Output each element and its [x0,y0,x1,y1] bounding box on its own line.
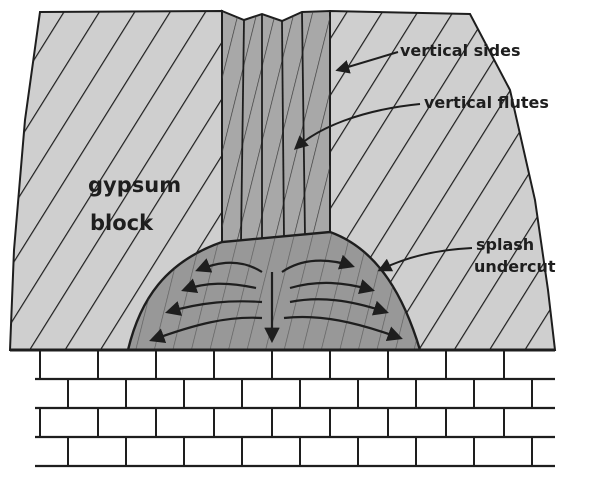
vertical-shaft [222,11,330,242]
brick-layer [10,350,555,466]
splash-undercut-label-line2: undercut [474,257,556,276]
gypsum-block-label-line2: block [90,211,154,235]
gypsum-block-label: gypsum [88,173,181,197]
splash-undercut-label: splash [476,235,534,254]
vertical-flutes-label: vertical flutes [424,93,549,112]
vertical-sides-label: vertical sides [400,41,520,60]
